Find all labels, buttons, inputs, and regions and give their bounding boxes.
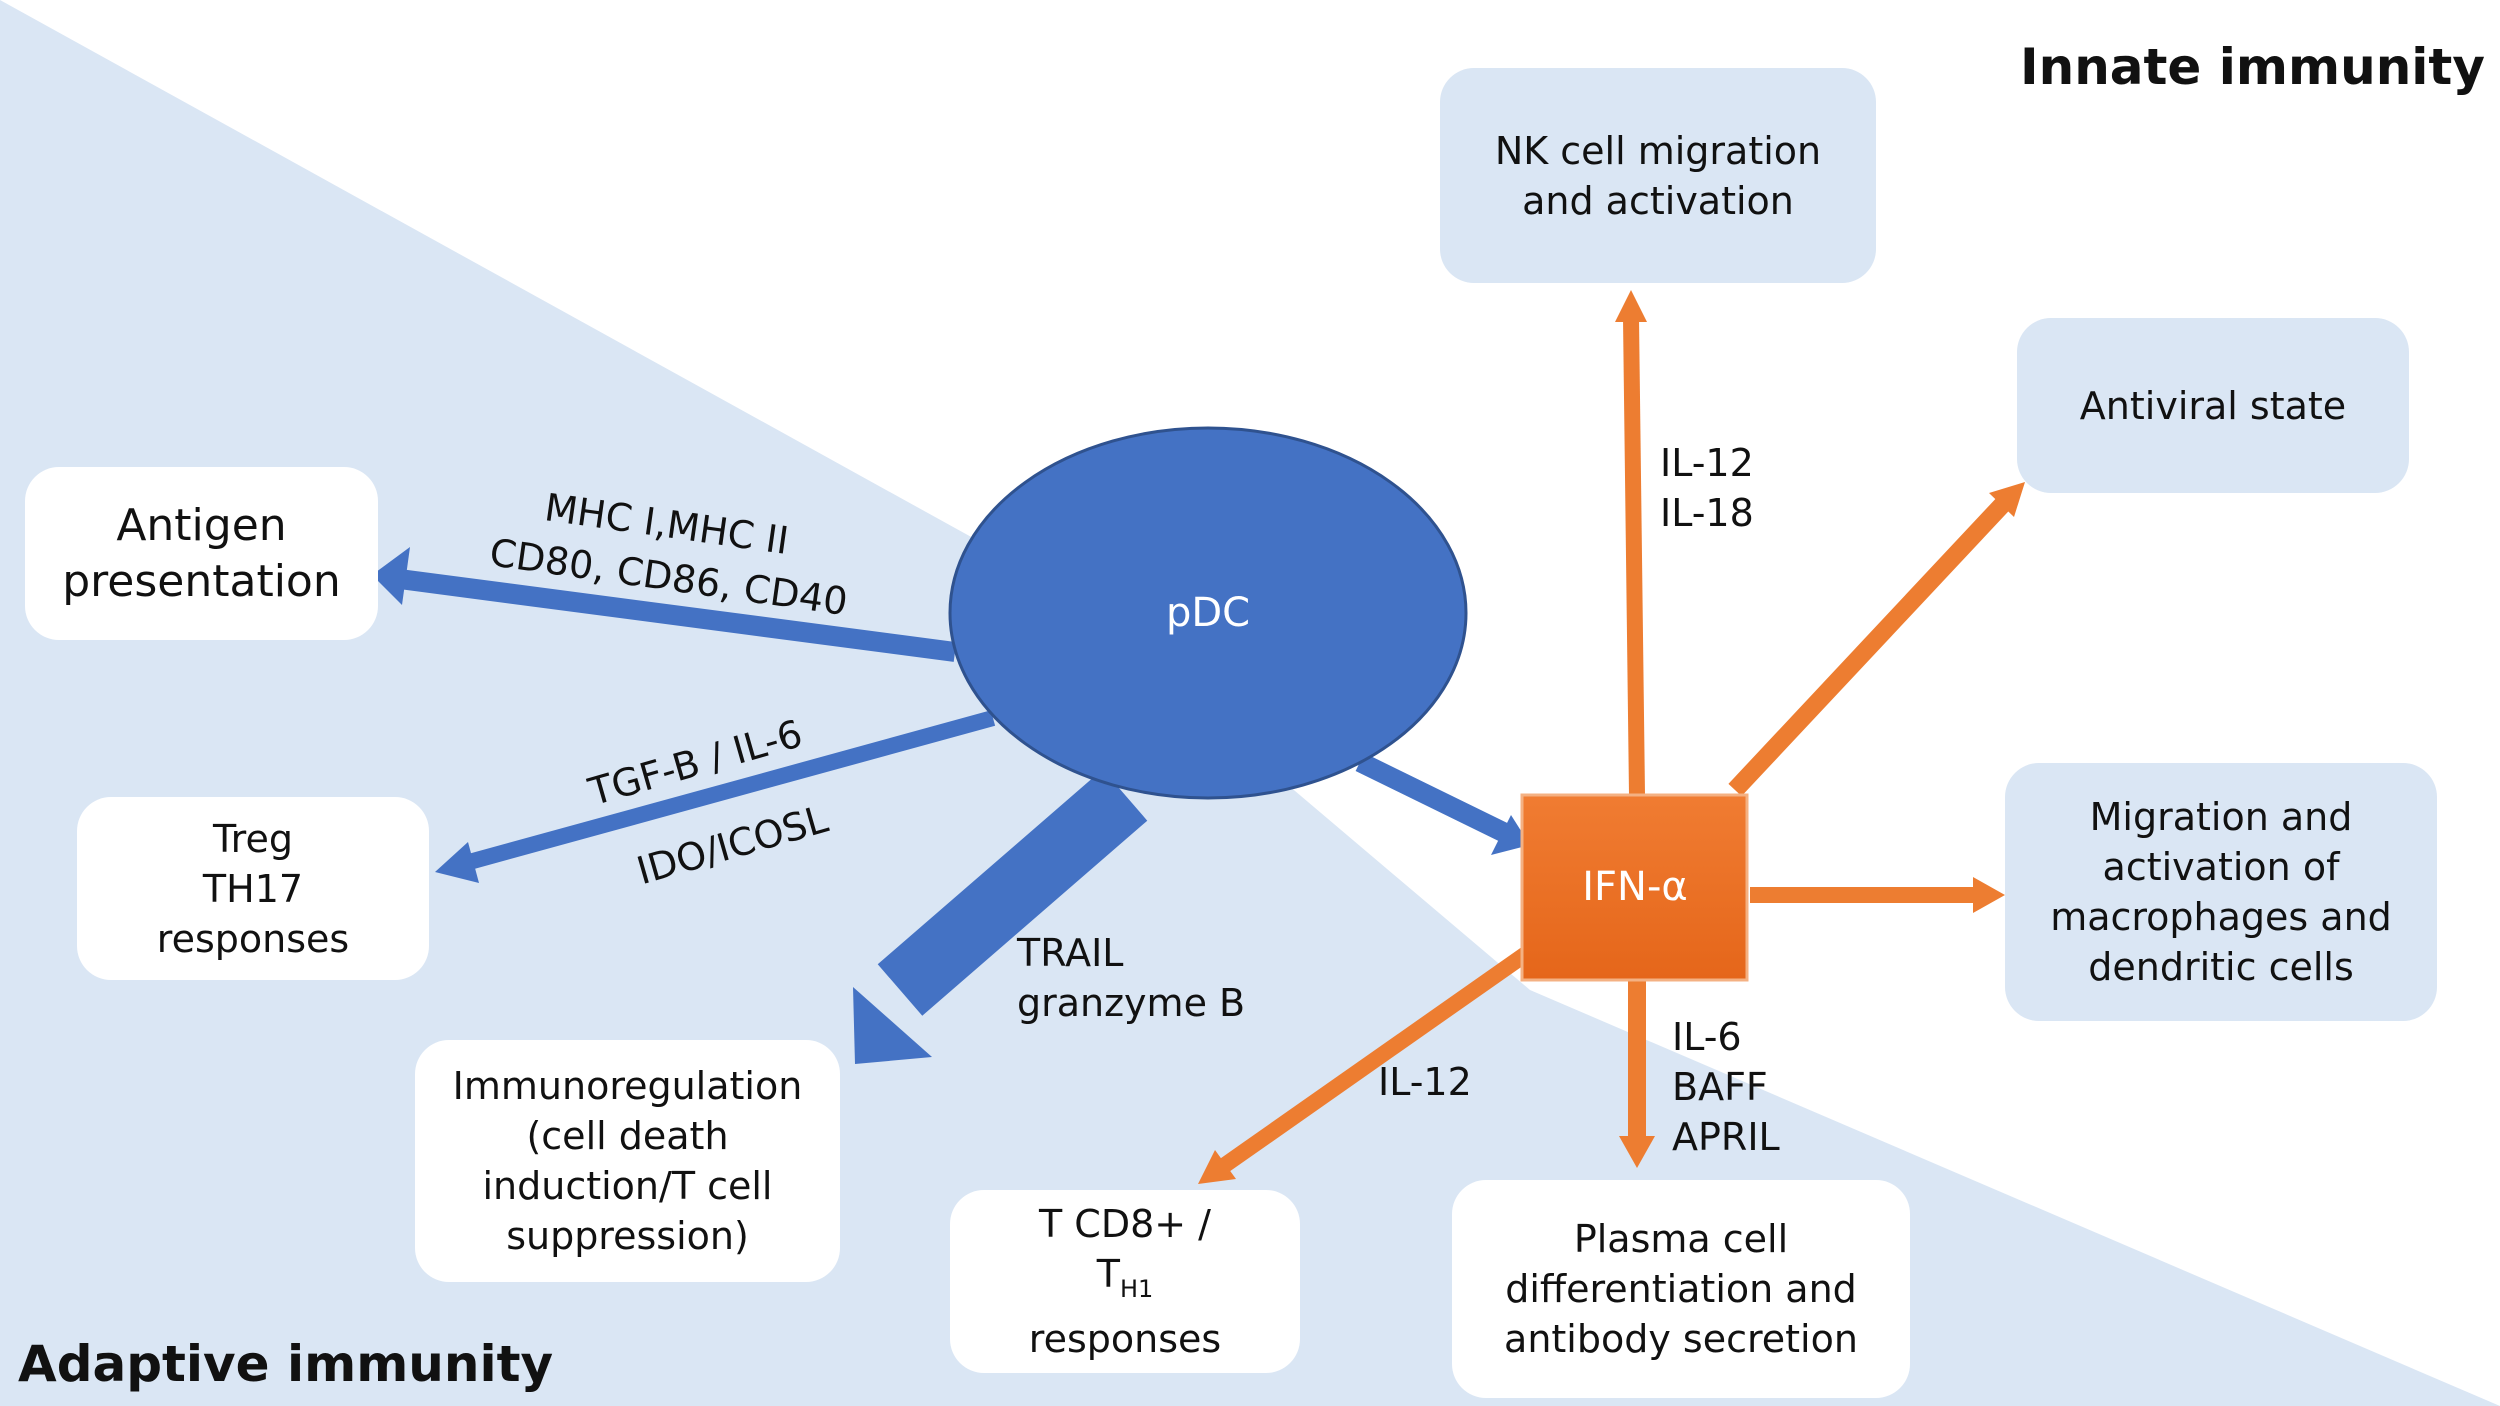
arrow-to-macrophages: [1750, 877, 2005, 913]
immuno-line-2: (cell death: [526, 1114, 729, 1158]
treg-line-2: TH17: [202, 866, 304, 911]
plasma-cell-box: Plasma cell differentiation and antibody…: [1452, 1180, 1910, 1398]
trail-label-1: TRAIL: [1017, 931, 1124, 975]
tcd8-box: T CD8+ / TH1 responses: [950, 1190, 1300, 1373]
macrophages-line-4: dendritic cells: [2088, 945, 2354, 989]
antigen-line-2: presentation: [62, 555, 341, 607]
antiviral-box: Antiviral state: [2017, 318, 2409, 493]
plasma-line-3: antibody secretion: [1504, 1317, 1858, 1361]
arrow-to-plasma: [1619, 980, 1655, 1168]
antiviral-line-1: Antiviral state: [2079, 383, 2347, 428]
blue-arrows: [372, 547, 1530, 1064]
arrow-to-antiviral: [1728, 482, 2025, 797]
pdc-label: pDC: [1165, 590, 1251, 636]
tcd8-line-2: TH1: [1097, 1249, 1154, 1314]
innate-immunity-heading: Innate immunity: [2020, 38, 2485, 96]
antigen-line-1: Antigen: [116, 499, 287, 551]
plasma-line-2: differentiation and: [1505, 1267, 1857, 1311]
treg-line-1: Treg: [213, 816, 293, 861]
immuno-line-4: suppression): [506, 1214, 749, 1258]
arrow-to-treg: [435, 710, 996, 883]
tcd8-line-3: responses: [1028, 1317, 1222, 1361]
treg-box: Treg TH17 responses: [77, 797, 429, 980]
trail-label-2: granzyme B: [1017, 981, 1246, 1025]
arrow-to-nk: [1615, 290, 1647, 796]
treg-line-3: responses: [156, 916, 350, 961]
adaptive-immunity-heading: Adaptive immunity: [18, 1335, 554, 1393]
ifn-square: [1520, 793, 1749, 982]
immuno-line-1: Immunoregulation: [452, 1064, 803, 1108]
arrow-to-antigen: [372, 547, 957, 662]
pdc-ellipse: [948, 426, 1468, 800]
plasma-line-1: Plasma cell: [1573, 1217, 1789, 1261]
immunoregulation-box: Immunoregulation (cell death induction/T…: [415, 1040, 840, 1282]
ifn-label: IFN-α: [1582, 864, 1688, 910]
arrow-to-ifn: [1355, 753, 1530, 855]
il12-18-label-1: IL-12: [1660, 441, 1754, 485]
arrow-to-tcd8: [1198, 923, 1565, 1184]
il6-label-1: IL-6: [1672, 1015, 1742, 1059]
il12-18-label-2: IL-18: [1660, 491, 1754, 535]
nk-cell-box: NK cell migration and activation: [1440, 68, 1876, 283]
macrophages-box: Migration and activation of macrophages …: [2005, 763, 2437, 1021]
macrophages-line-3: macrophages and: [2050, 895, 2392, 939]
macrophages-line-1: Migration and: [2089, 795, 2353, 839]
il12-label: IL-12: [1378, 1060, 1472, 1104]
immuno-line-3: induction/T cell: [482, 1164, 773, 1208]
orange-arrows: [1198, 290, 2025, 1184]
tcd8-line-1: T CD8+ /: [1039, 1202, 1211, 1246]
macrophages-line-2: activation of: [2102, 845, 2340, 889]
nk-line-1: NK cell migration: [1494, 128, 1822, 173]
th1-t: T: [1096, 1252, 1120, 1296]
nk-line-2: and activation: [1522, 178, 1794, 223]
arrow-to-immuno: [853, 769, 1148, 1064]
il6-label-3: APRIL: [1672, 1115, 1780, 1159]
th1-subscript: H1: [1119, 1275, 1154, 1303]
antigen-presentation-box: Antigen presentation: [25, 467, 378, 640]
il6-label-2: BAFF: [1672, 1065, 1768, 1109]
